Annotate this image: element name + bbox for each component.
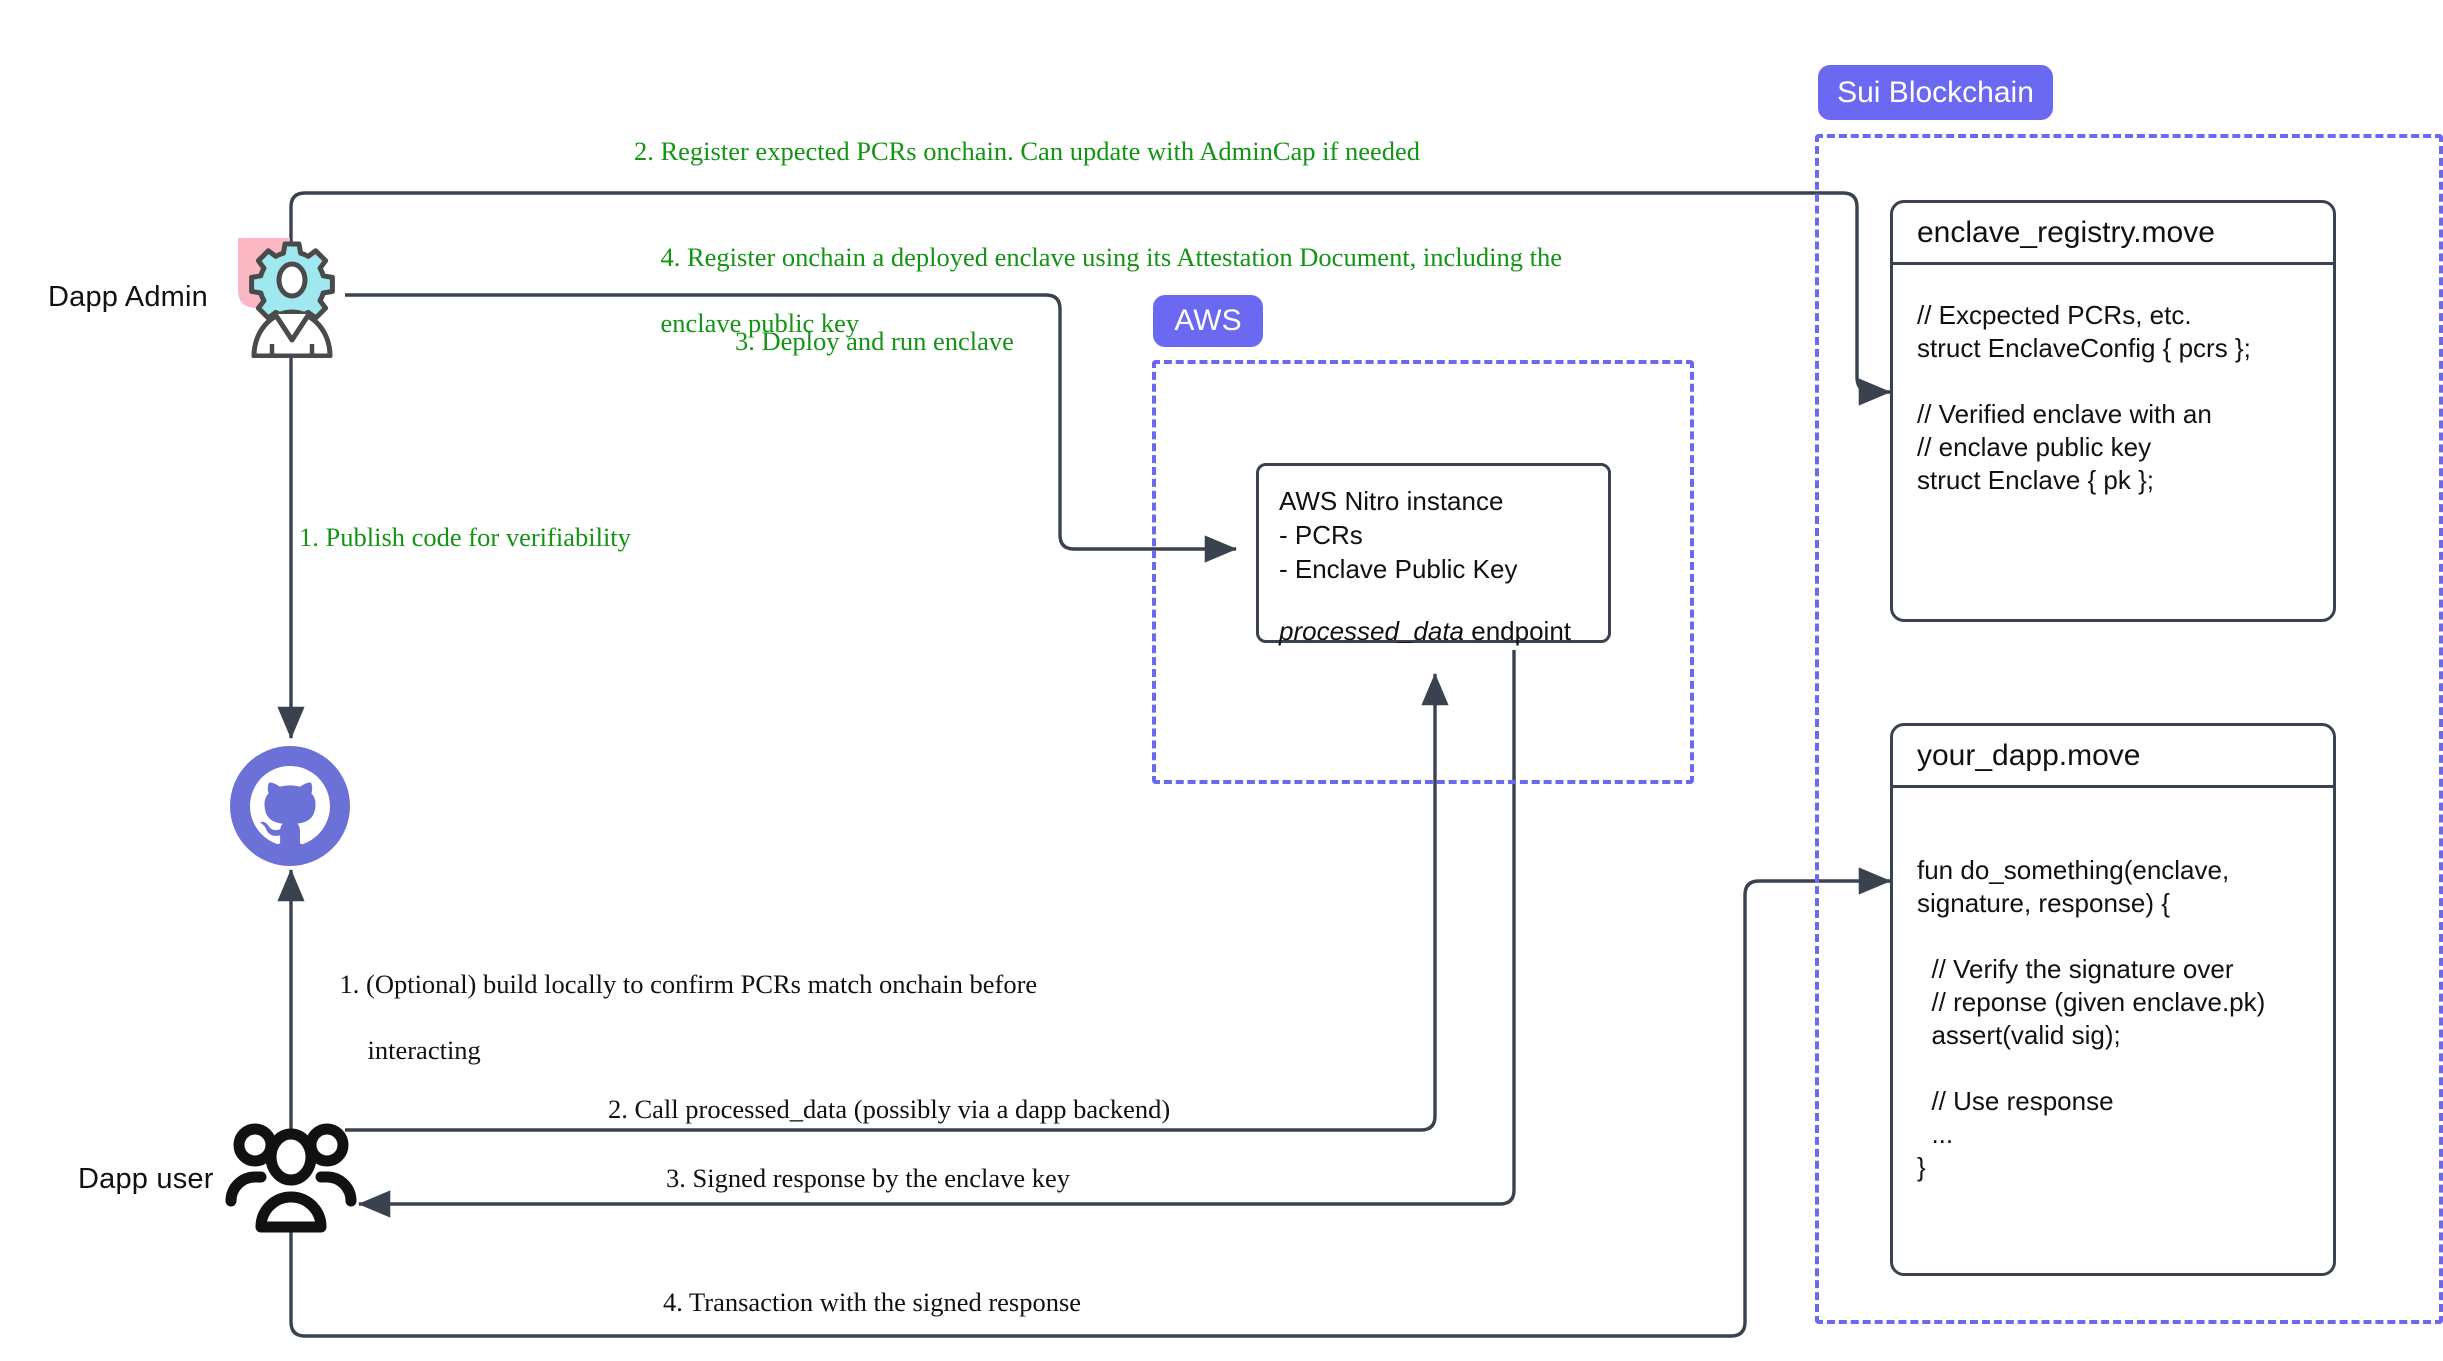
aws-badge-label: AWS xyxy=(1174,304,1242,337)
step-line-1: 4. Register onchain a deployed enclave u… xyxy=(660,242,1563,272)
nitro-line-0: AWS Nitro instance xyxy=(1279,486,1504,516)
step-line-2: enclave public key xyxy=(660,308,860,338)
step-label-user-transaction: 4. Transaction with the signed response xyxy=(663,1287,1082,1317)
module-code-enclave-registry: // Excpected PCRs, etc. struct EnclaveCo… xyxy=(1917,300,2251,495)
aws-group-region xyxy=(1152,360,1694,784)
aws-nitro-instance-box: AWS Nitro instance - PCRs - Enclave Publ… xyxy=(1256,463,1611,646)
nitro-line-2: - Enclave Public Key xyxy=(1279,554,1518,584)
module-card-enclave-registry: enclave_registry.move // Excpected PCRs,… xyxy=(1890,200,2336,622)
admin-gear-person-icon xyxy=(228,228,356,359)
sui-badge-label: Sui Blockchain xyxy=(1837,75,2034,109)
step-line-2: interacting xyxy=(367,1035,481,1065)
nitro-line-1: - PCRs xyxy=(1279,520,1363,550)
sui-group-badge: Sui Blockchain xyxy=(1818,65,2053,120)
module-title: your_dapp.move xyxy=(1917,738,2141,772)
module-code-your-dapp: fun do_something(enclave, signature, res… xyxy=(1917,855,2266,1182)
endpoint-suffix: endpoint xyxy=(1464,616,1572,646)
step-label-admin-deploy: 3. Deploy and run enclave xyxy=(735,326,1014,356)
module-card-your-dapp: your_dapp.move fun do_something(enclave,… xyxy=(1890,723,2336,1276)
module-header-your-dapp: your_dapp.move xyxy=(1893,726,2333,788)
module-title: enclave_registry.move xyxy=(1917,215,2215,249)
aws-group-badge: AWS xyxy=(1153,295,1263,347)
step-line-1: 1. (Optional) build locally to confirm P… xyxy=(339,969,1038,999)
dapp-user-label: Dapp user xyxy=(78,1163,214,1195)
endpoint-name: processed_data xyxy=(1279,616,1465,646)
nitro-endpoint: processed_data endpoint xyxy=(1279,614,1588,648)
users-group-icon xyxy=(225,1117,357,1233)
step-label-user-signed-response: 3. Signed response by the enclave key xyxy=(666,1163,1071,1193)
step-label-admin-register-pcrs: 2. Register expected PCRs onchain. Can u… xyxy=(634,136,1421,166)
module-header-enclave-registry: enclave_registry.move xyxy=(1893,203,2333,265)
github-icon xyxy=(226,742,354,870)
step-label-admin-publish: 1. Publish code for verifiability xyxy=(299,522,631,552)
step-label-user-optional: 1. (Optional) build locally to confirm P… xyxy=(313,935,1073,1100)
sui-group-region xyxy=(1815,134,2443,1324)
step-label-admin-register-enclave: 4. Register onchain a deployed enclave u… xyxy=(634,208,1564,373)
step-label-user-call: 2. Call processed_data (possibly via a d… xyxy=(608,1094,1171,1124)
dapp-admin-label: Dapp Admin xyxy=(48,281,208,313)
